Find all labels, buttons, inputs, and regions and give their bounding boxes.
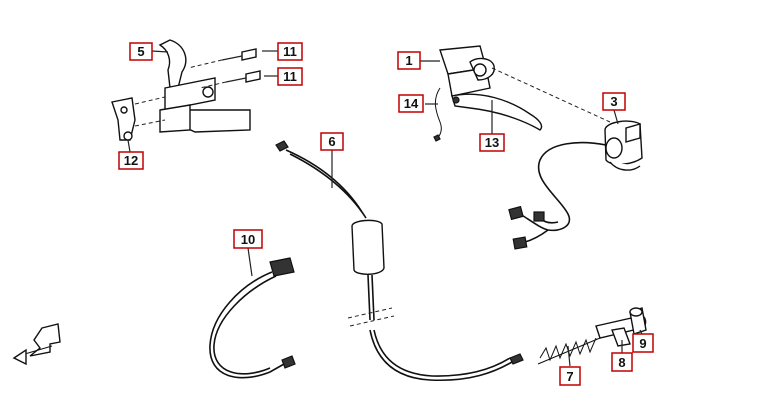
callout-label: 10 — [241, 232, 255, 247]
callout-label: 11 — [283, 44, 297, 59]
holder-bolt — [629, 307, 647, 335]
bolt-lower — [225, 70, 261, 83]
front-direction-arrow-icon — [12, 323, 61, 366]
callout-10[interactable]: 10 — [233, 229, 263, 249]
callout-6[interactable]: 6 — [320, 132, 344, 151]
callout-14[interactable]: 14 — [398, 94, 424, 113]
callout-label: 3 — [610, 94, 617, 109]
master-cylinder-assembly — [433, 45, 543, 142]
callout-9[interactable]: 9 — [632, 333, 654, 353]
throttle-cable — [275, 140, 524, 382]
callout-7[interactable]: 7 — [559, 366, 581, 386]
callout-label: 8 — [618, 355, 625, 370]
harness-connector-c — [533, 211, 545, 222]
callout-label: 14 — [404, 96, 419, 111]
callout-label: 6 — [328, 134, 335, 149]
callout-label: 11 — [283, 69, 297, 84]
callout-11-upper[interactable]: 11 — [277, 42, 303, 61]
switch-cable — [209, 257, 296, 379]
callout-5[interactable]: 5 — [129, 42, 153, 61]
callout-label: 5 — [137, 44, 144, 59]
callout-1[interactable]: 1 — [397, 51, 421, 70]
callout-label: 7 — [566, 369, 573, 384]
callout-12[interactable]: 12 — [118, 151, 144, 170]
callout-13[interactable]: 13 — [479, 133, 505, 152]
callout-3[interactable]: 3 — [602, 92, 626, 111]
harness-connector-a — [508, 205, 524, 221]
callout-label: 1 — [405, 53, 412, 68]
mounting-clip — [111, 97, 136, 141]
callout-label: 9 — [639, 336, 646, 351]
switch-housing-assembly — [508, 120, 643, 250]
callout-11-lower[interactable]: 11 — [277, 67, 303, 86]
harness-connector-b — [512, 236, 528, 250]
lever-bracket-assembly — [111, 39, 261, 141]
callout-label: 13 — [485, 135, 499, 150]
callout-8[interactable]: 8 — [611, 352, 633, 372]
callout-label: 12 — [124, 153, 138, 168]
bolt-upper — [221, 48, 257, 61]
